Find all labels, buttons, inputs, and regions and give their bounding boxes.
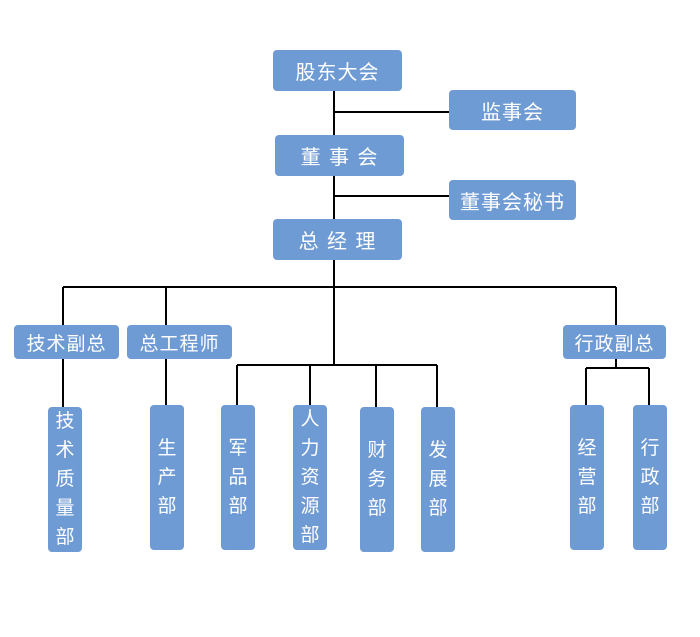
shareholders-meeting-box: 股东大会: [273, 50, 402, 91]
shareholders-meeting-label: 股东大会: [295, 60, 380, 84]
dept-hr-label: 人力资源部: [300, 408, 320, 546]
board-secretary-box: 董事会秘书: [449, 180, 576, 220]
general-manager-box: 总 经 理: [273, 219, 402, 260]
tech-vp-box: 技术副总: [14, 325, 119, 359]
dept-admin-label: 行政部: [640, 437, 660, 517]
general-manager-label: 总 经 理: [298, 229, 377, 253]
dept-hr-box: 人力资源部: [293, 405, 327, 550]
dept-development-label: 发展部: [428, 439, 448, 519]
dept-production-label: 生产部: [157, 437, 177, 517]
chief-engineer-label: 总工程师: [139, 332, 220, 355]
dept-military-label: 军品部: [228, 437, 248, 517]
dept-finance-box: 财务部: [360, 407, 394, 552]
dept-operations-label: 经营部: [577, 437, 597, 517]
dept-tech-quality-box: 技术质量部: [48, 407, 82, 552]
dept-admin-box: 行政部: [633, 405, 667, 550]
dept-finance-label: 财务部: [367, 439, 387, 519]
admin-vp-label: 行政副总: [574, 332, 655, 355]
dept-production-box: 生产部: [150, 405, 184, 550]
board-of-directors-label: 董 事 会: [300, 145, 379, 169]
supervisory-board-label: 监事会: [481, 99, 544, 124]
admin-vp-box: 行政副总: [563, 325, 666, 359]
board-secretary-label: 董事会秘书: [460, 189, 565, 214]
tech-vp-label: 技术副总: [26, 332, 107, 355]
dept-development-box: 发展部: [421, 407, 455, 552]
chief-engineer-box: 总工程师: [127, 325, 232, 359]
dept-tech-quality-label: 技术质量部: [55, 410, 75, 548]
board-of-directors-box: 董 事 会: [275, 135, 404, 176]
supervisory-board-box: 监事会: [449, 90, 576, 130]
dept-military-box: 军品部: [221, 405, 255, 550]
dept-operations-box: 经营部: [570, 405, 604, 550]
